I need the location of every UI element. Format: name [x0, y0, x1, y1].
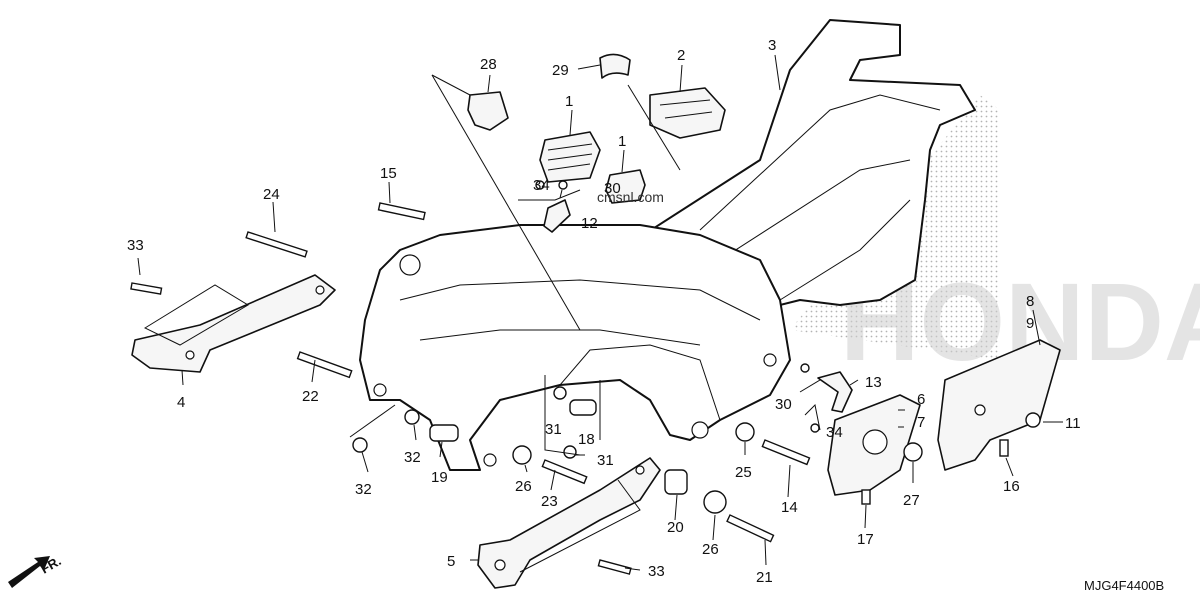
- callout-4: 4: [177, 394, 185, 411]
- callout-27: 27: [903, 492, 920, 509]
- callout-3: 3: [768, 37, 776, 54]
- callout-22: 22: [302, 388, 319, 405]
- callout-9: 9: [1026, 315, 1034, 332]
- callout-12: 12: [581, 215, 598, 232]
- part-4: [131, 274, 336, 373]
- callout-25: 25: [735, 464, 752, 481]
- callout-31a: 31: [545, 421, 562, 438]
- callout-11: 11: [1065, 415, 1081, 432]
- callout-14: 14: [781, 499, 798, 516]
- callout-18: 18: [578, 431, 595, 448]
- callout-16: 16: [1003, 478, 1020, 495]
- callout-labels: 1 1 2 3 4 5 6 7 8 9 11 12 13 14 15 16 17…: [127, 37, 1081, 586]
- callout-33a: 33: [127, 237, 144, 254]
- callout-29: 29: [552, 62, 569, 79]
- callout-19: 19: [431, 469, 448, 486]
- diagram-code: MJG4F4400B: [1084, 578, 1164, 593]
- callout-8: 8: [1026, 293, 1034, 310]
- part-5: [477, 457, 661, 589]
- bolts: [130, 180, 1041, 575]
- callout-30b: 30: [775, 396, 792, 413]
- callout-30a: 30: [604, 180, 621, 197]
- callout-13: 13: [865, 374, 882, 391]
- callout-34b: 34: [826, 424, 843, 441]
- part-29: [599, 53, 631, 79]
- callout-1a: 1: [565, 93, 573, 110]
- callout-32a: 32: [404, 449, 421, 466]
- callout-34a: 34: [533, 177, 550, 194]
- main-frame: [359, 19, 976, 471]
- callout-33b: 33: [648, 563, 665, 580]
- callout-26a: 26: [515, 478, 532, 495]
- part-6-7: [827, 394, 921, 496]
- callout-28: 28: [480, 56, 497, 73]
- part-12: [543, 199, 571, 233]
- part-1a: [539, 131, 601, 183]
- callout-17: 17: [857, 531, 874, 548]
- front-direction-arrow: FR.: [8, 553, 64, 588]
- watermark-url: cmsnl.com: [597, 189, 664, 205]
- callout-1b: 1: [618, 133, 626, 150]
- callout-2: 2: [677, 47, 685, 64]
- callout-5: 5: [447, 553, 455, 570]
- callout-15: 15: [380, 165, 397, 182]
- part-13: [817, 371, 853, 413]
- part-2: [649, 87, 726, 139]
- callout-20: 20: [667, 519, 684, 536]
- callout-24: 24: [263, 186, 280, 203]
- callout-6: 6: [917, 391, 925, 408]
- callout-21: 21: [756, 569, 773, 586]
- callout-23: 23: [541, 493, 558, 510]
- callout-31b: 31: [597, 452, 614, 469]
- callout-26b: 26: [702, 541, 719, 558]
- direction-label: FR.: [38, 553, 64, 576]
- part-28: [467, 91, 509, 131]
- leader-lines: [137, 54, 1063, 573]
- part-1b: [605, 169, 646, 204]
- callout-32b: 32: [355, 481, 372, 498]
- callout-7: 7: [917, 414, 925, 431]
- part-8-9: [937, 339, 1061, 471]
